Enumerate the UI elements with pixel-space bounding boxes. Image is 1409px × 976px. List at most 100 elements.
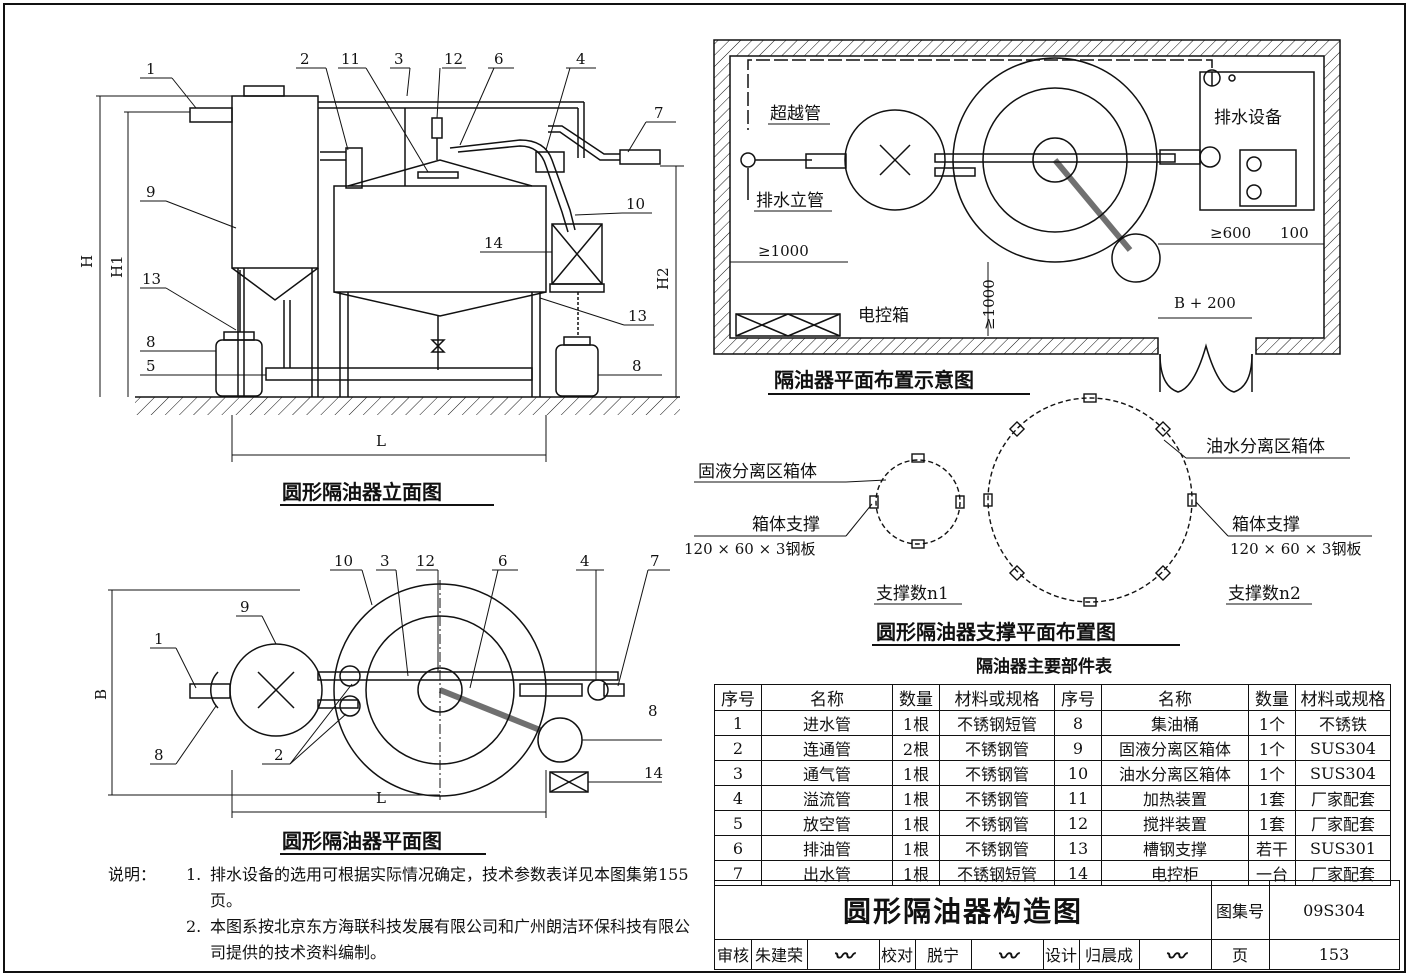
plan-label-12: 12 — [416, 552, 435, 570]
plan-label-10: 10 — [334, 552, 353, 570]
cell: 8 — [1054, 710, 1102, 736]
support-circle-large — [987, 397, 1193, 603]
plan-label-1: 1 — [154, 630, 164, 648]
atlas-label: 图集号 — [1211, 881, 1270, 940]
elev-label-6: 6 — [494, 50, 504, 68]
dim-H: H — [78, 255, 96, 268]
dim-1000b: ≥1000 — [980, 279, 998, 330]
col-header: 材料或规格 — [1295, 684, 1391, 711]
cell: 11 — [1054, 785, 1102, 811]
cell: 2 — [714, 735, 762, 761]
col-header: 序号 — [714, 684, 762, 711]
plate-label-a: 120 × 60 × 3钢板 — [684, 540, 815, 558]
parts-table-header: 序号 名称 数量 材料或规格 序号 名称 数量 材料或规格 — [714, 684, 1391, 711]
cell: SUS304 — [1295, 760, 1391, 786]
elev-label-14: 14 — [484, 234, 503, 252]
mixer — [431, 117, 443, 139]
cell: 厂家配套 — [1295, 785, 1391, 811]
cell: 槽钢支撑 — [1101, 835, 1249, 861]
valve — [430, 339, 446, 353]
title-block: 圆形隔油器构造图 图集号 09S304 审核 朱建荣 〰 校对 脱宁 〰 设计 … — [714, 880, 1400, 970]
oil-water-tank-label: 油水分离区箱体 — [1206, 437, 1325, 457]
support-circle-small — [875, 459, 961, 545]
cell: 1个 — [1248, 710, 1296, 736]
elevation-labels: 1 2 11 3 12 6 4 7 9 10 14 13 13 8 8 5 H … — [78, 50, 672, 506]
cell: 1套 — [1248, 810, 1296, 836]
layout-oil-water-outer — [952, 57, 1158, 263]
tank-hopper — [333, 291, 547, 317]
room-walls — [713, 39, 1341, 355]
plan-label-7: 7 — [650, 552, 660, 570]
connector-pipe — [345, 147, 363, 189]
elevation-view — [96, 67, 684, 462]
col-header: 名称 — [761, 684, 893, 711]
plan-view — [108, 569, 670, 818]
plan-label-6: 6 — [498, 552, 508, 570]
note-number: 1. — [186, 865, 202, 884]
elev-label-9: 9 — [146, 183, 156, 201]
layout-labels: 超越管 排水立管 排水设备 电控箱 ≥1000 ≥1000 ≥600 100 B… — [754, 104, 1309, 395]
sheet-border — [3, 3, 1406, 973]
cell: 出水管 — [761, 860, 893, 886]
cell: 连通管 — [761, 735, 893, 761]
solid-liquid-tank — [231, 95, 319, 269]
cell: 1根 — [892, 760, 940, 786]
col-header: 数量 — [892, 684, 940, 711]
dim-H2: H2 — [654, 267, 672, 290]
elev-label-7: 7 — [654, 104, 664, 122]
elev-label-11: 11 — [341, 50, 360, 68]
tank-lid — [243, 85, 285, 97]
cell: 4 — [714, 785, 762, 811]
design-label: 设计 — [1043, 939, 1080, 969]
outlet-pipe — [619, 149, 661, 165]
elev-label-8b: 8 — [632, 357, 642, 375]
designer-name: 归晨成 — [1079, 939, 1140, 969]
oil-bucket-right — [555, 344, 599, 397]
cell: 厂家配套 — [1295, 860, 1391, 886]
plan-label-3: 3 — [380, 552, 390, 570]
cell: 1 — [714, 710, 762, 736]
cell: 6 — [714, 835, 762, 861]
cell: 3 — [714, 760, 762, 786]
cell: 搅拌装置 — [1101, 810, 1249, 836]
col-header: 序号 — [1054, 684, 1102, 711]
cell: 若干 — [1248, 835, 1296, 861]
notes: 说明： 1. 排水设备的选用可根据实际情况确定，技术参数表详见本图集第155页。… — [108, 862, 698, 966]
support-title: 圆形隔油器支撑平面布置图 — [876, 620, 1116, 644]
table-title: 隔油器主要部件表 — [976, 656, 1113, 677]
overflow-box — [535, 151, 565, 173]
layout-title: 隔油器平面布置示意图 — [774, 368, 974, 392]
dim-H1: H1 — [108, 255, 126, 278]
note-number: 2. — [186, 917, 202, 936]
page-number: 153 — [1318, 944, 1350, 964]
support-count-2: 支撑数n2 — [1228, 584, 1301, 604]
cell: 14 — [1054, 860, 1102, 886]
cell: 通气管 — [761, 760, 893, 786]
cell: 厂家配套 — [1295, 810, 1391, 836]
cell: 1根 — [892, 810, 940, 836]
support-label-b: 箱体支撑 — [1232, 515, 1300, 535]
cell: 不锈钢短管 — [939, 710, 1055, 736]
check-label: 校对 — [879, 939, 916, 969]
elev-label-3: 3 — [394, 50, 404, 68]
cell: 溢流管 — [761, 785, 893, 811]
cell: 13 — [1054, 835, 1102, 861]
inlet-pipe — [189, 107, 233, 123]
elev-label-1: 1 — [146, 60, 156, 78]
support-view — [694, 393, 1372, 607]
dim-L-elev: L — [376, 432, 386, 450]
plate-label-b: 120 × 60 × 3钢板 — [1230, 540, 1361, 558]
notes-prefix: 说明： — [108, 865, 157, 884]
drain-equipment-box — [1199, 71, 1315, 211]
oil-bucket-left — [215, 339, 263, 397]
cell: 10 — [1054, 760, 1102, 786]
elev-label-4: 4 — [576, 50, 586, 68]
cell: 电控柜 — [1101, 860, 1249, 886]
col-header: 数量 — [1248, 684, 1296, 711]
hopper — [231, 267, 319, 301]
cell: 不锈铁 — [1295, 710, 1391, 736]
cell: 12 — [1054, 810, 1102, 836]
heater — [417, 171, 459, 179]
